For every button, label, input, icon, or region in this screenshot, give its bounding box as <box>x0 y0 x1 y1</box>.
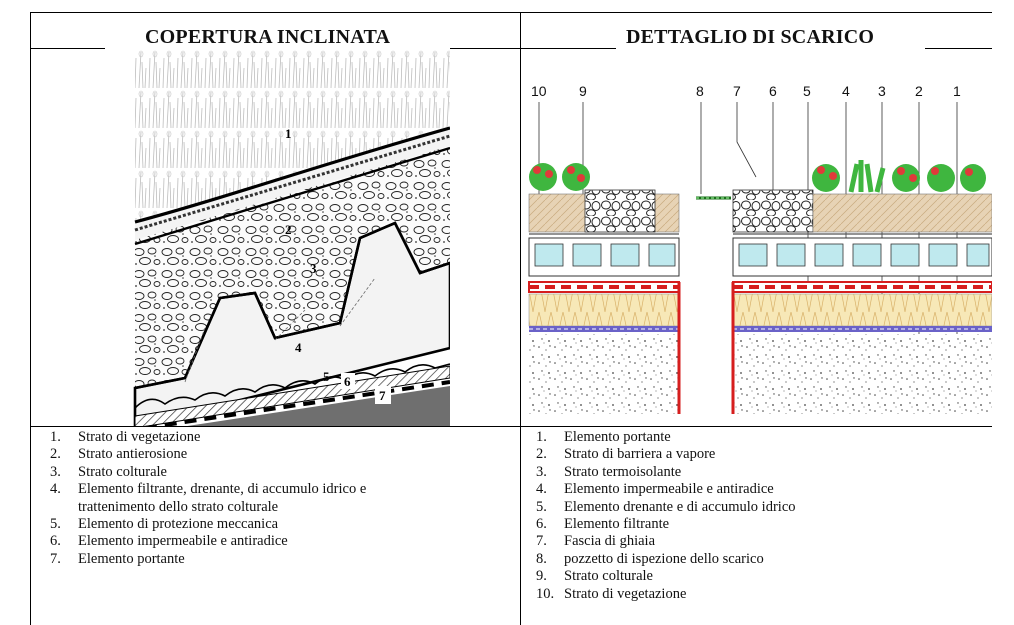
title-rule <box>450 48 520 49</box>
title-rule <box>925 48 992 49</box>
legend-item: 10.Strato di vegetazione <box>536 585 687 602</box>
legend-item: 2.Strato di barriera a vapore <box>536 446 716 463</box>
legend-item: 1.Elemento portante <box>536 429 671 445</box>
figure-label: 7 <box>379 388 386 403</box>
drainage-detail-figure: 10 9 8 7 6 5 4 3 2 1 <box>528 83 992 414</box>
legend-item: 7.Elemento portante <box>50 550 185 567</box>
legend-item: 4.Elemento filtrante, drenante, di accum… <box>50 481 367 498</box>
figure-legend-divider <box>30 426 992 427</box>
figure-label: 5 <box>803 83 811 99</box>
figure-label: 7 <box>733 83 741 99</box>
left-legend: 1.Strato di vegetazione 2.Strato antiero… <box>50 429 366 568</box>
pitched-roof-section-figure: 1 2 3 4 5 6 7 <box>133 48 450 426</box>
figure-label: 4 <box>295 340 302 355</box>
left-panel-title: COPERTURA INCLINATA <box>145 26 391 48</box>
center-divider <box>520 12 521 625</box>
figure-label: 2 <box>285 222 292 237</box>
legend-item: 9.Strato colturale <box>536 568 653 585</box>
figure-label: 9 <box>579 83 587 99</box>
top-border <box>30 12 992 13</box>
figure-label: 10 <box>531 83 547 99</box>
legend-item: 3.Strato termoisolante <box>536 463 682 480</box>
figure-label: 8 <box>696 83 704 99</box>
figure-label: 1 <box>953 83 961 99</box>
legend-item: 5.Elemento di protezione meccanica <box>50 516 279 533</box>
legend-item: 2.Strato antierosione <box>50 446 188 463</box>
figure-label: 6 <box>344 374 351 389</box>
legend-item: 4.Elemento impermeabile e antiradice <box>536 481 774 498</box>
figure-label: 6 <box>769 83 777 99</box>
legend-item: 5.Elemento drenante e di accumulo idrico <box>536 498 796 515</box>
legend-item: trattenimento dello strato colturale <box>78 498 279 515</box>
figure-label: 5 <box>323 369 330 384</box>
left-border <box>30 12 31 625</box>
legend-item: 6.Elemento filtrante <box>536 516 670 533</box>
legend-item: 6.Elemento impermeabile e antiradice <box>50 533 288 550</box>
legend-item: 3.Strato colturale <box>50 463 167 480</box>
figure-label: 4 <box>842 83 850 99</box>
right-legend: 1.Elemento portante 2.Strato di barriera… <box>536 429 796 603</box>
figure-label: 3 <box>878 83 886 99</box>
legend-item: 1.Strato di vegetazione <box>50 429 201 445</box>
document-frame: COPERTURA INCLINATA DETTAGLIO DI SCARICO <box>30 12 992 625</box>
figure-label: 3 <box>310 261 317 276</box>
title-rule <box>30 48 105 49</box>
figure-label: 1 <box>285 126 292 141</box>
title-rule <box>521 48 616 49</box>
legend-item: 7.Fascia di ghiaia <box>536 533 656 550</box>
right-panel-title: DETTAGLIO DI SCARICO <box>626 26 875 48</box>
figure-label: 2 <box>915 83 923 99</box>
legend-item: 8.pozzetto di ispezione dello scarico <box>536 550 764 567</box>
